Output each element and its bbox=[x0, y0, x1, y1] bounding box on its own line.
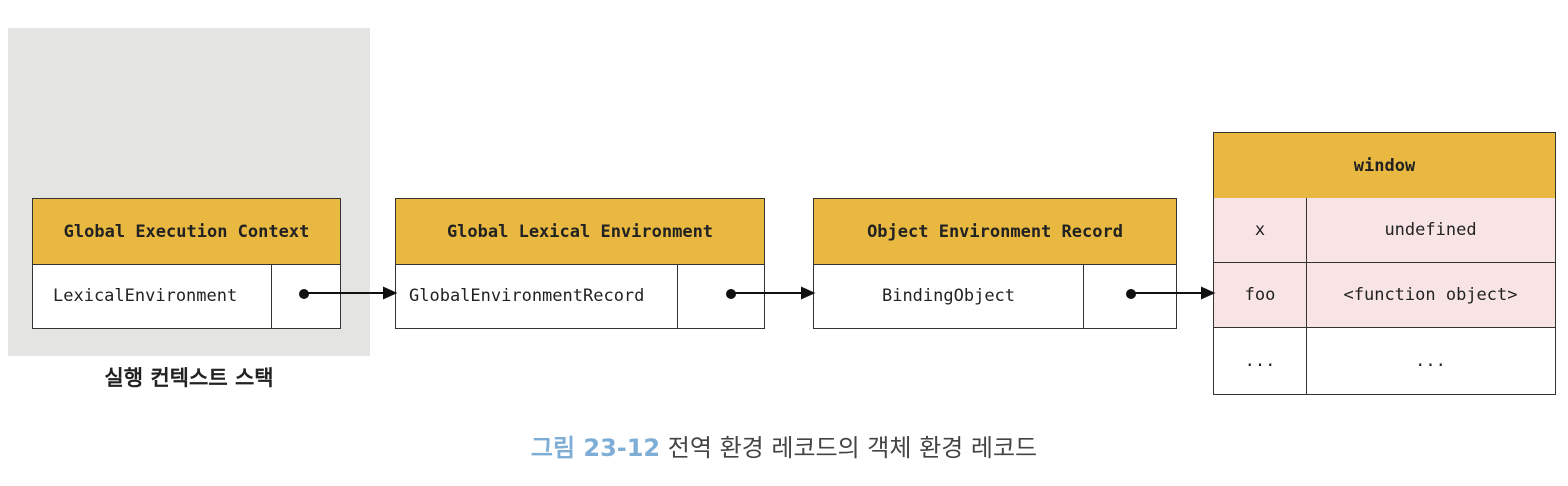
window-key: x bbox=[1214, 198, 1307, 262]
window-row-foo: foo <function object> bbox=[1214, 263, 1555, 328]
window-value: undefined bbox=[1384, 220, 1477, 240]
lexical-environment-field: LexicalEnvironment bbox=[53, 286, 238, 306]
global-environment-record-field: GlobalEnvironmentRecord bbox=[409, 286, 645, 306]
window-key: ... bbox=[1214, 328, 1307, 394]
window-row-more: ... ... bbox=[1214, 328, 1555, 394]
window-row-x: x undefined bbox=[1214, 198, 1555, 263]
global-execution-context-box: Global Execution Context LexicalEnvironm… bbox=[32, 198, 341, 329]
arrowhead bbox=[801, 286, 816, 300]
window-value: <function object> bbox=[1343, 285, 1518, 305]
binding-object-field: BindingObject bbox=[881, 286, 1016, 306]
execution-context-stack-label: 실행 컨텍스트 스택 bbox=[104, 366, 274, 390]
global-lexical-environment-title: Global Lexical Environment bbox=[396, 199, 764, 265]
arrowhead bbox=[383, 286, 398, 300]
figure-caption: 그림 23-12 전역 환경 레코드의 객체 환경 레코드 bbox=[0, 428, 1568, 463]
window-key: foo bbox=[1214, 263, 1307, 327]
global-lexical-environment-box: Global Lexical Environment GlobalEnviron… bbox=[395, 198, 765, 329]
arrowhead bbox=[1201, 286, 1216, 300]
window-object-title: window bbox=[1214, 133, 1555, 199]
global-execution-context-title: Global Execution Context bbox=[33, 199, 340, 265]
window-object-box: window x undefined foo <function object>… bbox=[1213, 132, 1556, 395]
object-environment-record-title: Object Environment Record bbox=[814, 199, 1176, 265]
object-environment-record-box: Object Environment Record BindingObject bbox=[813, 198, 1177, 329]
figure-caption-text: 전역 환경 레코드의 객체 환경 레코드 bbox=[667, 434, 1038, 462]
figure-number: 그림 23-12 bbox=[530, 434, 661, 462]
window-value: ... bbox=[1415, 351, 1446, 371]
